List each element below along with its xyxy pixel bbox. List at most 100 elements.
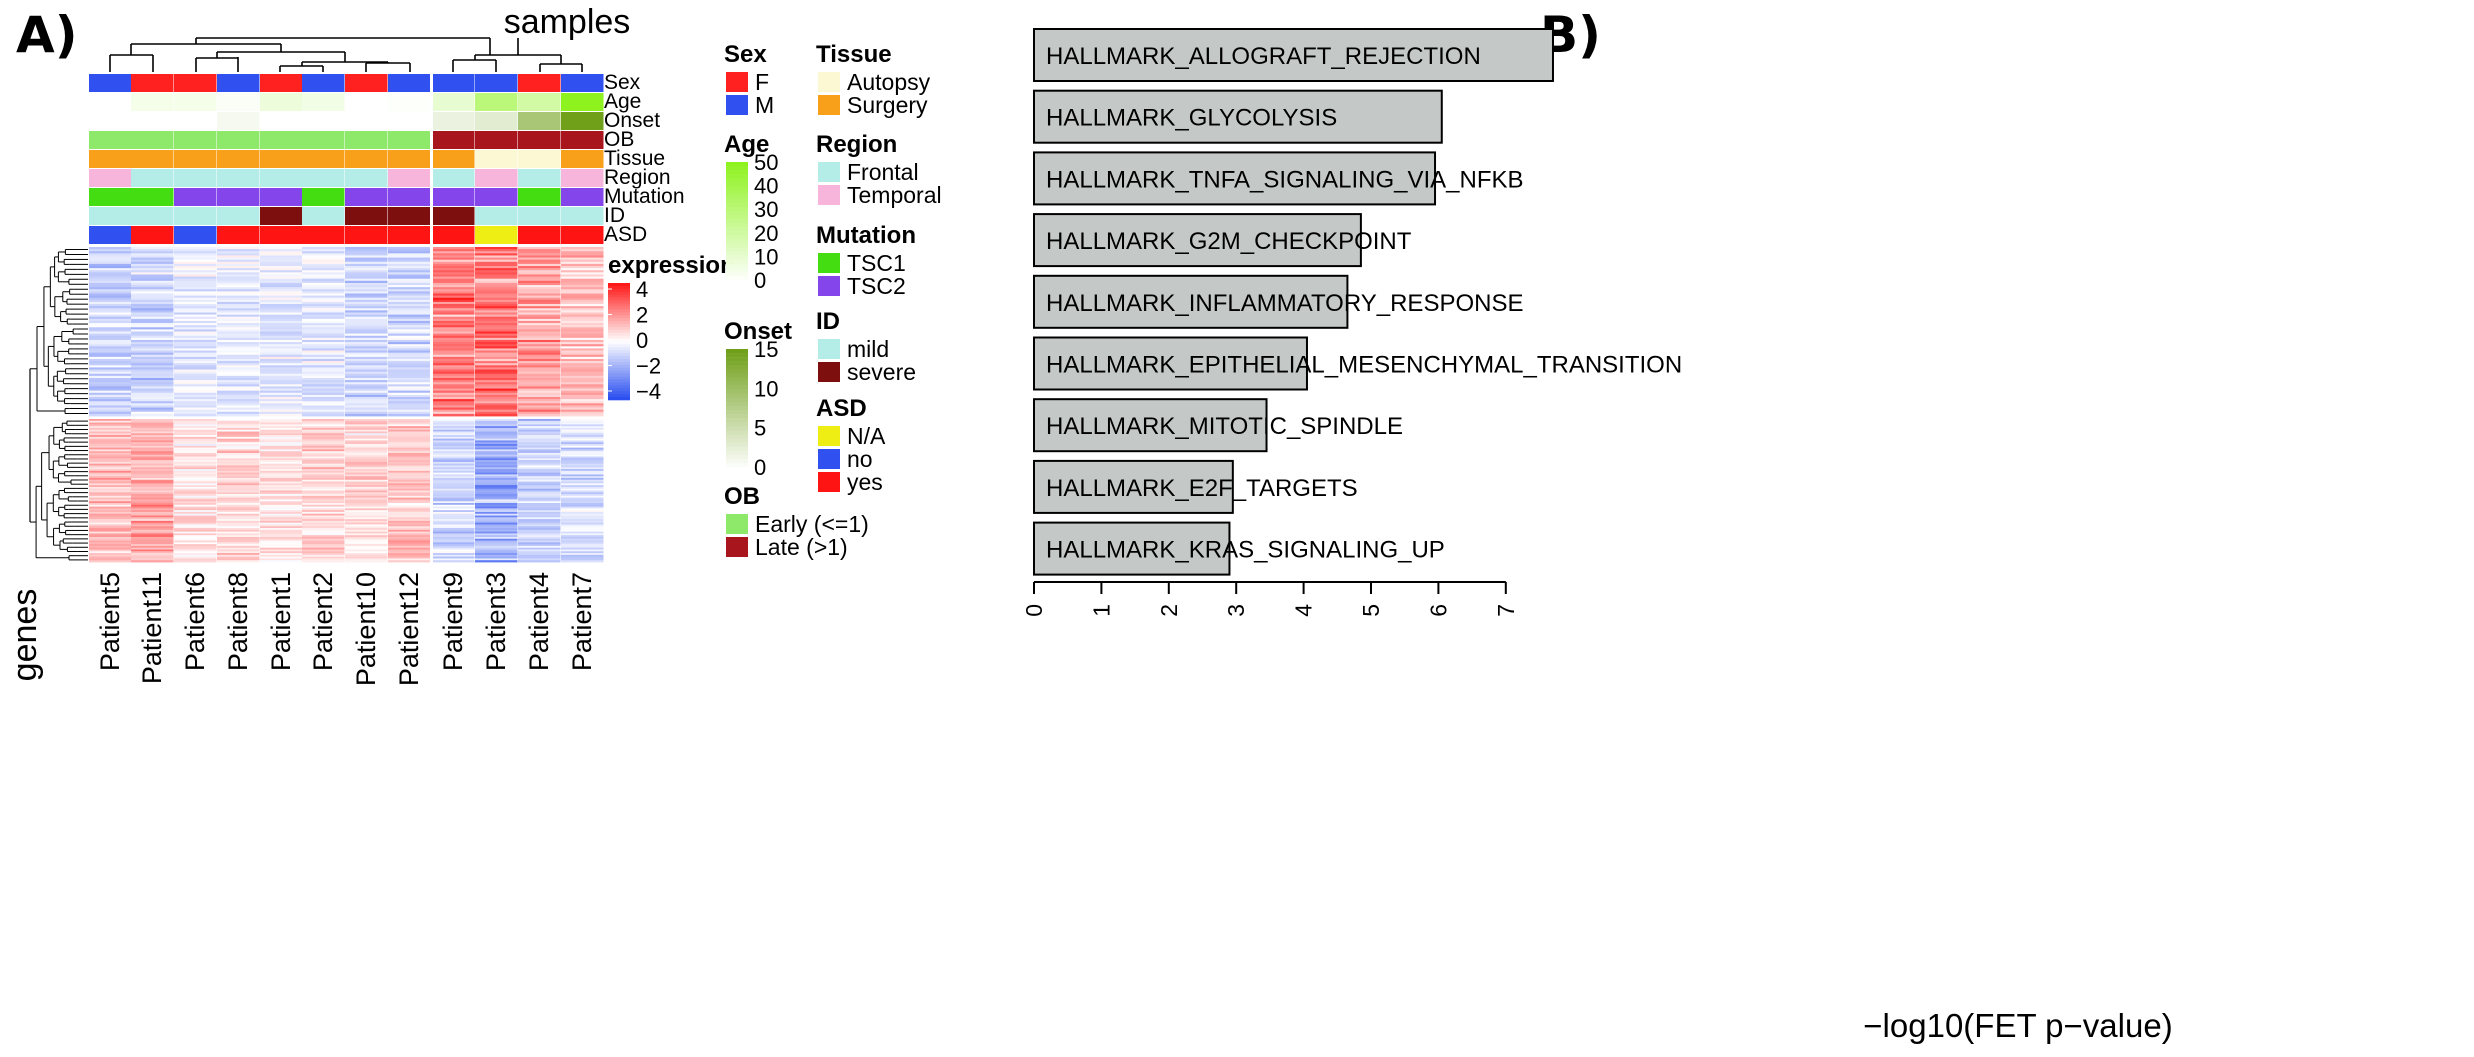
heatmap-cell [217, 394, 260, 398]
heatmap-cell [388, 365, 431, 368]
heatmap-cell [89, 373, 132, 377]
heatmap-cell [518, 444, 561, 447]
annotation-cell-region [131, 169, 174, 187]
heatmap-cell [518, 348, 561, 351]
heatmap-cell [174, 433, 217, 436]
heatmap-cell [131, 272, 174, 275]
heatmap-cell [302, 274, 345, 277]
heatmap-cell [302, 463, 345, 466]
heatmap-genes-label: genes [6, 589, 44, 682]
heatmap-cell [518, 517, 561, 520]
heatmap-cell [217, 528, 260, 531]
heatmap-cell [302, 316, 345, 320]
heatmap-cell [217, 452, 260, 456]
heatmap-cell [388, 333, 431, 337]
heatmap-cell [131, 547, 174, 550]
heatmap-cell [89, 337, 132, 341]
heatmap-cell [432, 354, 475, 358]
heatmap-cell [432, 348, 475, 351]
heatmap-cell [174, 486, 217, 490]
annotation-cell-onset [131, 112, 174, 130]
annotation-cell-region [432, 169, 475, 187]
heatmap-cell [131, 553, 174, 556]
heatmap-cell [388, 427, 431, 431]
heatmap-cell [260, 477, 303, 481]
legend-gradient-step [726, 271, 748, 277]
heatmap-cell [302, 380, 345, 383]
heatmap-cell [345, 554, 388, 558]
heatmap-cell [217, 396, 260, 400]
heatmap-cell [217, 444, 260, 447]
heatmap-cell [217, 371, 260, 375]
heatmap-cell [174, 492, 217, 495]
heatmap-cell [475, 506, 518, 509]
heatmap-cell [561, 407, 604, 411]
heatmap-cell [518, 382, 561, 385]
annotation-cell-ob [475, 131, 518, 149]
heatmap-cell [345, 504, 388, 507]
heatmap-cell [432, 445, 475, 448]
heatmap-cell [561, 519, 604, 522]
heatmap-cell [432, 257, 475, 261]
heatmap-cell [518, 331, 561, 335]
heatmap-cell [561, 538, 604, 541]
heatmap-cell [432, 274, 475, 277]
heatmap-cell [302, 306, 345, 309]
heatmap-cell [345, 524, 388, 527]
heatmap-cell [217, 451, 260, 454]
heatmap-cell [432, 535, 475, 538]
heatmap-cell [217, 442, 260, 445]
heatmap-cell [388, 392, 431, 396]
heatmap-cell [131, 536, 174, 540]
heatmap-cell [302, 375, 345, 379]
heatmap-cell [174, 329, 217, 332]
heatmap-cell [131, 419, 174, 422]
legend-title-mutation: Mutation [816, 222, 916, 249]
heatmap-cell [388, 461, 431, 465]
annotation-cell-age [561, 93, 604, 111]
heatmap-cell [260, 356, 303, 360]
heatmap-cell [89, 472, 132, 475]
heatmap-cell [174, 356, 217, 360]
heatmap-cell [432, 540, 475, 543]
heatmap-cell [345, 249, 388, 252]
annotation-cell-ob [174, 131, 217, 149]
heatmap-cell [89, 449, 132, 452]
heatmap-cell [174, 515, 217, 518]
heatmap-cell [518, 427, 561, 431]
heatmap-cell [174, 419, 217, 422]
annotation-cell-sex [475, 74, 518, 92]
heatmap-cell [89, 488, 132, 491]
heatmap-cell [260, 519, 303, 522]
heatmap-cell [388, 452, 431, 456]
heatmap-cell [561, 490, 604, 493]
heatmap-cell [475, 380, 518, 383]
heatmap-cell [89, 436, 132, 440]
expression-gradient-step [608, 356, 630, 360]
heatmap-cell [174, 540, 217, 543]
legend-title-age: Age [724, 131, 769, 158]
legend-item-label: M [755, 92, 774, 118]
heatmap-cell [89, 526, 132, 529]
heatmap-cell [217, 504, 260, 507]
annotation-cell-tissue [302, 150, 345, 168]
heatmap-cell [432, 556, 475, 559]
annotation-cell-onset [518, 112, 561, 130]
heatmap-cell [388, 547, 431, 550]
heatmap-cell [475, 547, 518, 550]
heatmap-cell [174, 306, 217, 309]
heatmap-cell [302, 377, 345, 381]
heatmap-cell [561, 560, 604, 563]
legend-gradient-step [726, 369, 748, 374]
heatmap-cell [561, 253, 604, 256]
heatmap-cell [260, 458, 303, 461]
annotation-cell-mutation [561, 188, 604, 206]
heatmap-cell [388, 274, 431, 277]
heatmap-cell [475, 354, 518, 358]
heatmap-cell [432, 447, 475, 450]
heatmap-cell [174, 431, 217, 434]
legend-gradient-tick: 50 [754, 150, 778, 175]
heatmap-cell [561, 467, 604, 470]
heatmap-cell [561, 469, 604, 472]
annotation-cell-mutation [260, 188, 303, 206]
